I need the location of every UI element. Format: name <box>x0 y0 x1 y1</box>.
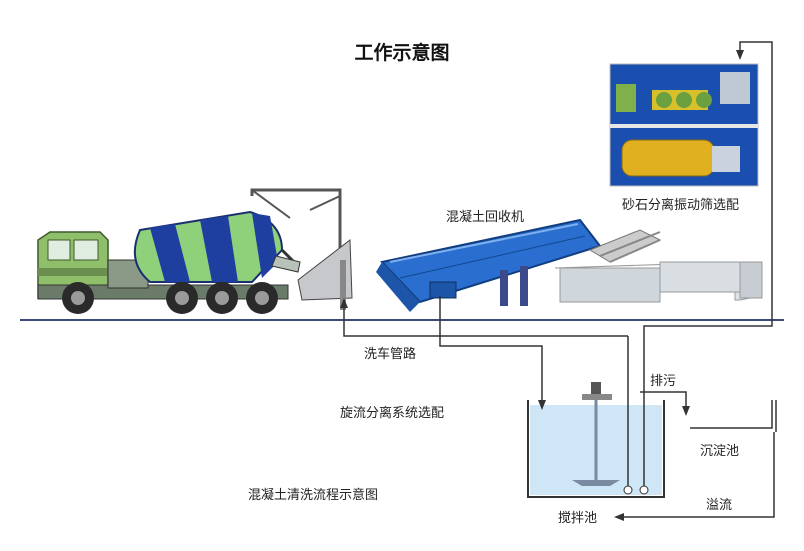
flow-arrows <box>340 50 744 521</box>
discharge-pipe <box>640 391 687 410</box>
screen-feed-pipe <box>643 41 773 336</box>
label-diagram-name: 混凝土清洗流程示意图 <box>248 488 379 503</box>
mixer-truck <box>37 210 301 314</box>
screen-frame <box>554 231 763 303</box>
pipes <box>343 41 775 518</box>
label-mixing-tank: 搅拌池 <box>558 511 598 526</box>
label-overflow: 溢流 <box>706 498 733 513</box>
arrow-discharge <box>682 406 690 416</box>
label-wash-pipe: 洗车管路 <box>364 347 417 362</box>
truck-wheels <box>62 282 278 314</box>
arrow-wash-up <box>340 298 348 308</box>
label-discharge: 排污 <box>650 374 677 389</box>
label-screen: 砂石分离振动筛选配 <box>622 198 740 213</box>
page-title: 工作示意图 <box>354 42 450 64</box>
wash-pipe <box>343 305 628 337</box>
label-cyclone: 旋流分离系统选配 <box>340 406 445 421</box>
arrow-into-tank <box>538 400 546 410</box>
mixer-drum <box>133 210 298 283</box>
label-recycler: 混凝土回收机 <box>446 210 525 225</box>
separator-photo-panel <box>609 63 759 187</box>
settling-tank <box>690 400 777 432</box>
mixing-tank <box>527 336 665 498</box>
wash-gantry <box>250 188 353 310</box>
overflow-pipe <box>622 432 775 518</box>
label-settling-tank: 沉淀池 <box>700 444 740 459</box>
arrow-overflow <box>614 513 624 521</box>
recycler-outlet-pipe <box>439 296 543 404</box>
arrow-to-screen <box>736 50 744 60</box>
